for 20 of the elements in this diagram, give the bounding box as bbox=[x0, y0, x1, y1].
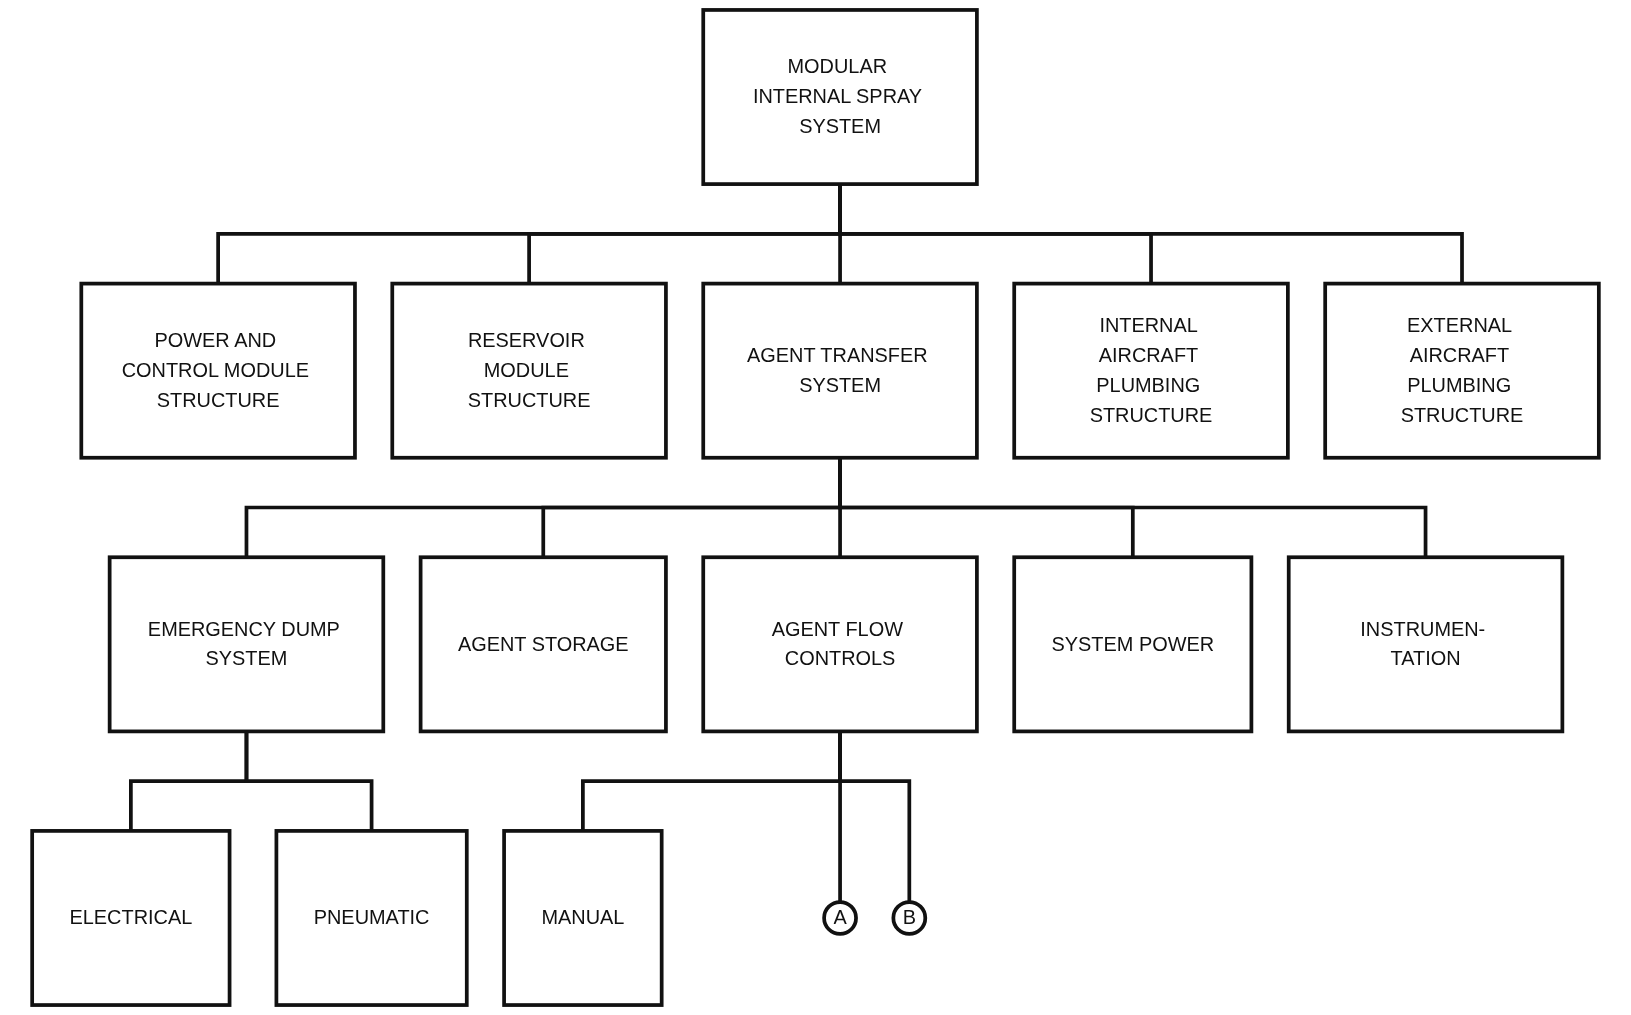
node-box: POWER AND CONTROL MODULE STRUCTURE bbox=[79, 281, 357, 460]
node-box: RESERVOIR MODULE STRUCTURE bbox=[390, 281, 668, 460]
node-box: EMERGENCY DUMP SYSTEM bbox=[107, 555, 386, 734]
node-box: AGENT STORAGE bbox=[418, 555, 668, 734]
node-box: PNEUMATIC bbox=[274, 829, 469, 1007]
node-box: MODULAR INTERNAL SPRAY SYSTEM bbox=[701, 8, 979, 186]
node-box: AGENT FLOW CONTROLS bbox=[701, 555, 979, 734]
node-box: INSTRUMEN- TATION bbox=[1286, 555, 1565, 734]
node-box: MANUAL bbox=[502, 829, 664, 1007]
node-box: ELECTRICAL bbox=[30, 829, 232, 1007]
connector bbox=[838, 457, 1428, 558]
node-box: EXTERNAL AIRCRAFT PLUMBING STRUCTURE bbox=[1323, 281, 1601, 460]
connector bbox=[838, 184, 1464, 284]
connector bbox=[244, 731, 374, 831]
node-circle: A bbox=[822, 900, 858, 936]
node-box: SYSTEM POWER bbox=[1012, 555, 1254, 734]
node-circle: B bbox=[891, 900, 928, 936]
connector bbox=[838, 731, 912, 902]
node-box: AGENT TRANSFER SYSTEM bbox=[701, 281, 979, 460]
node-box: INTERNAL AIRCRAFT PLUMBING STRUCTURE bbox=[1012, 281, 1290, 460]
